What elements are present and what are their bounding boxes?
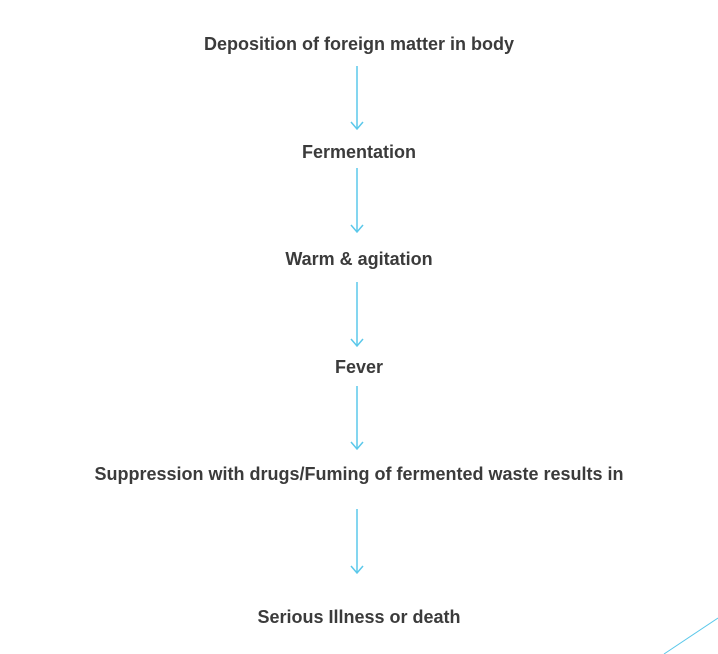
step-fermentation: Fermentation <box>301 142 416 162</box>
down-arrow-2 <box>350 168 364 234</box>
down-arrow-3 <box>350 282 364 348</box>
step-warm-agitation: Warm & agitation <box>285 249 433 269</box>
down-arrow-5 <box>350 509 364 575</box>
arrow-head <box>350 121 364 131</box>
step-fever: Fever <box>334 357 384 377</box>
down-arrow-1 <box>350 66 364 131</box>
down-arrow-4 <box>350 386 364 451</box>
step-suppression: Suppression with drugs/Fuming of ferment… <box>94 464 624 484</box>
arrow-head <box>350 224 364 234</box>
step-deposition: Deposition of foreign matter in body <box>204 34 514 54</box>
arrow-head <box>350 565 364 575</box>
arrow-head <box>350 441 364 451</box>
arrow-head <box>350 338 364 348</box>
step-serious-illness: Serious Illness or death <box>257 607 461 627</box>
